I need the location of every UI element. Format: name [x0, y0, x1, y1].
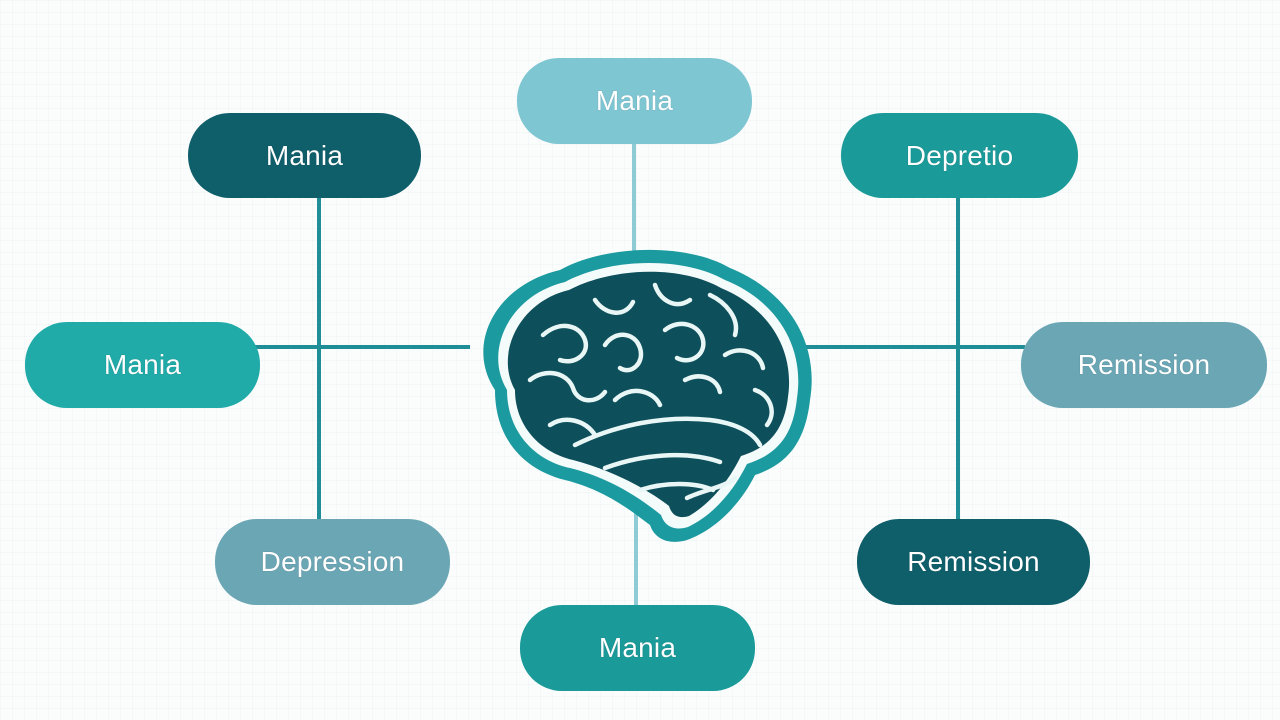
node-top-center-label: Mania: [595, 85, 674, 116]
node-top-center: Mania: [517, 58, 752, 144]
brain-icon: [455, 240, 825, 550]
node-top-right-label: Depretio: [905, 139, 1014, 171]
node-mid-right-label: Remission: [1077, 349, 1211, 380]
node-top-left-label: Mania: [265, 139, 344, 171]
node-bottom-right-label: Remission: [907, 546, 1040, 577]
node-bottom-left: Depression: [215, 519, 450, 605]
brain-folds: [527, 282, 774, 501]
node-top-left: Mania: [188, 113, 421, 198]
node-mid-left-label: Mania: [103, 349, 182, 380]
node-bottom-right: Remission: [857, 519, 1090, 605]
node-top-right: Depretio: [841, 113, 1078, 198]
node-bottom-left-label: Depression: [260, 546, 405, 577]
node-mid-right: Remission: [1021, 322, 1267, 408]
node-bottom-center-label: Mania: [598, 632, 677, 663]
node-bottom-center: Mania: [520, 605, 755, 691]
node-mid-left: Mania: [25, 322, 260, 408]
